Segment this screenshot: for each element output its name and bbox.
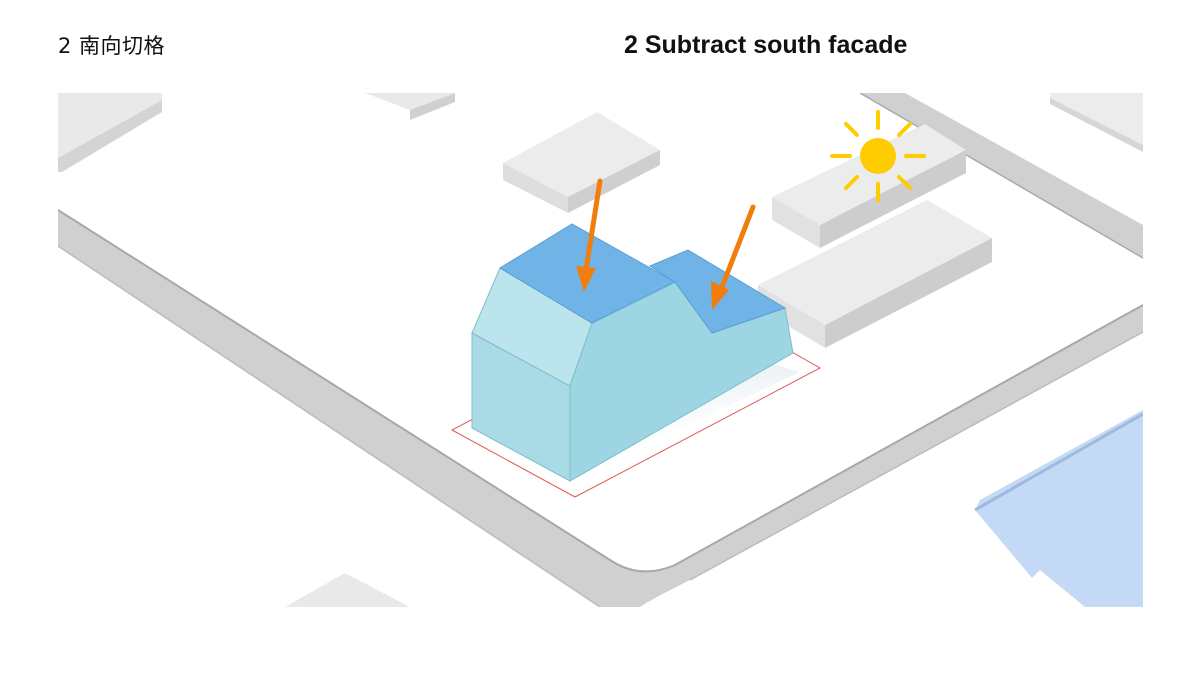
subtracted-volume	[503, 112, 660, 213]
arrow-down-icon	[576, 178, 603, 292]
sun-icon	[830, 110, 926, 202]
neighbor-building	[365, 93, 455, 120]
axonometric-site-diagram	[58, 93, 1143, 607]
neighbor-building	[772, 124, 966, 248]
water-body	[974, 410, 1143, 607]
neighbor-building	[58, 93, 162, 172]
neighbor-building	[758, 200, 992, 348]
diagram-title-english: 2 Subtract south facade	[624, 31, 908, 59]
neighbor-building	[285, 573, 410, 607]
diagram-title-chinese: 2 南向切格	[58, 34, 166, 58]
arrow-down-icon	[711, 204, 756, 310]
road	[58, 209, 1143, 607]
